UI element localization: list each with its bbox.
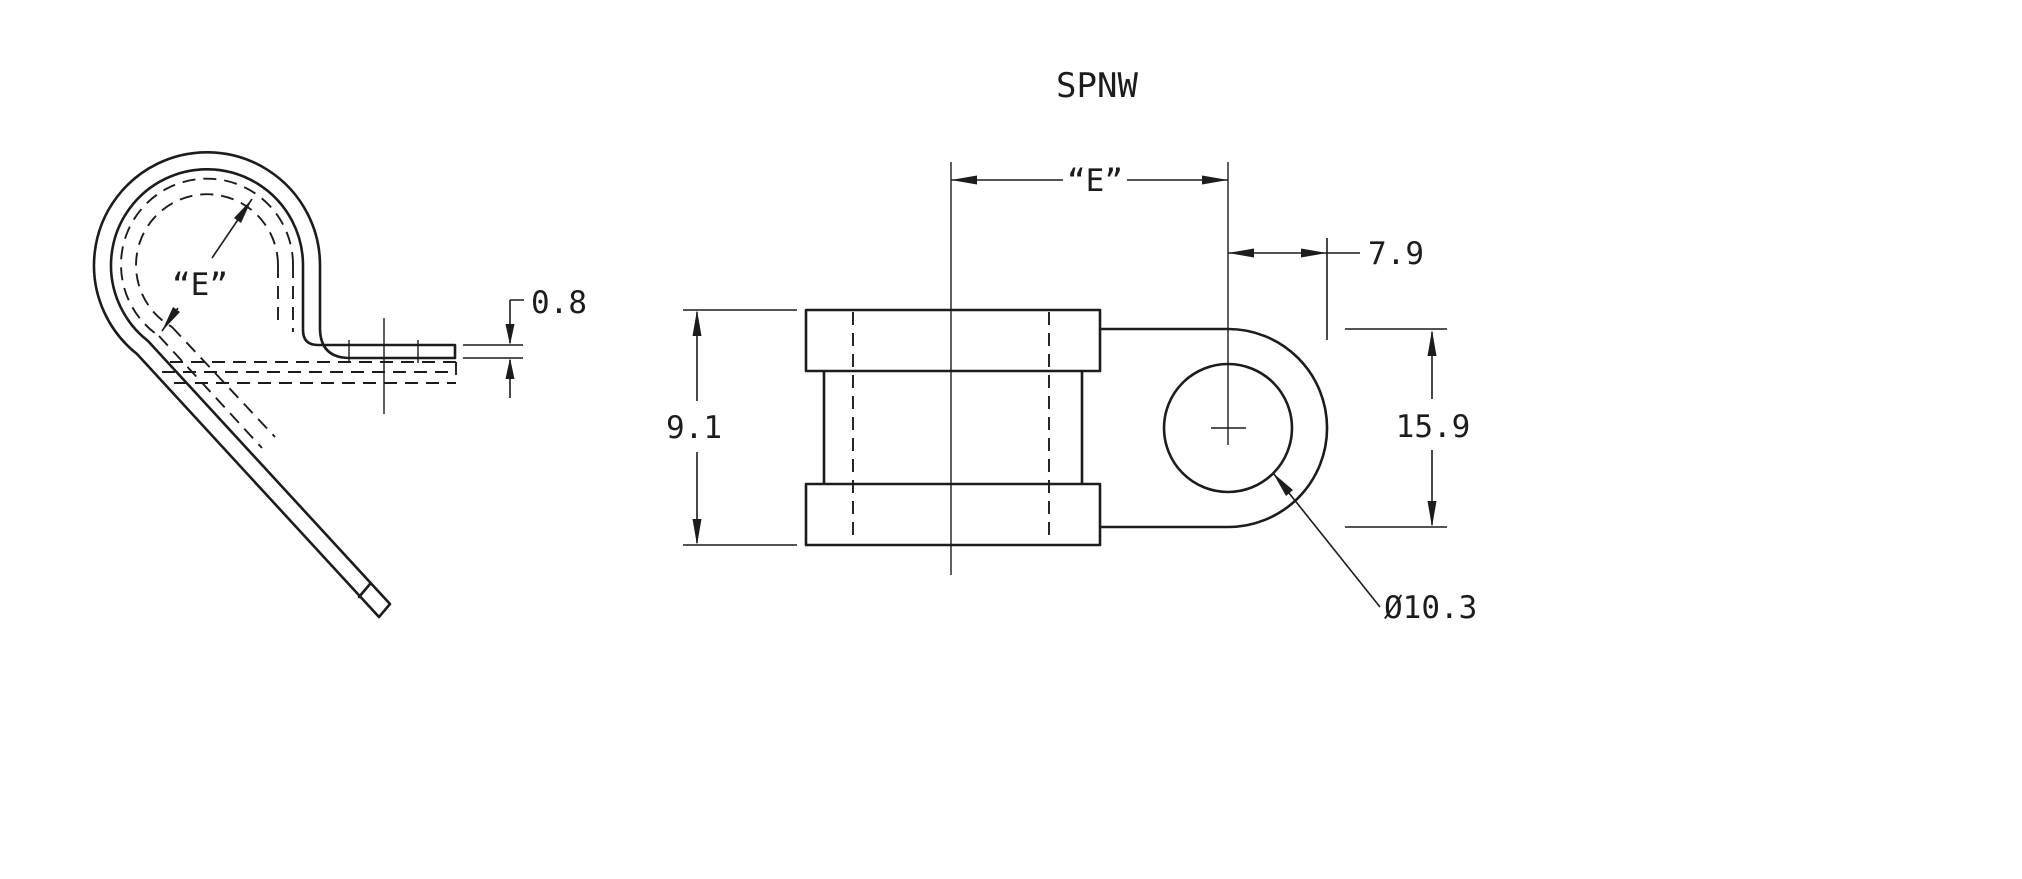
dim-tab-arrow-bottom [1427, 501, 1437, 527]
clamp-body-outline [804, 308, 1329, 547]
cushion-hidden-lines [120, 177, 457, 449]
dim-thickness-label: 0.8 [531, 285, 587, 321]
dim-offset-arrow-right [1301, 248, 1327, 258]
dimension-band-width: 9.1 [666, 310, 722, 545]
front-centerlines [950, 162, 1246, 575]
dim-band-label: 9.1 [666, 410, 722, 446]
dim-thickness-lines [463, 299, 524, 398]
dim-tab-label: 15.9 [1396, 409, 1471, 445]
dim-e-front-arrow-left [951, 175, 977, 185]
dim-e-front-label: “E” [1067, 163, 1123, 199]
dim-e-front-arrow-right [1202, 175, 1228, 185]
front-hidden-lines [852, 312, 1050, 543]
dim-thickness-arrow-top [505, 324, 515, 345]
dim-e-side-label: “E” [172, 267, 228, 303]
dim-hole-leader [1272, 472, 1381, 608]
side-hole-centerline [348, 318, 419, 414]
clamp-strap-outline [92, 151, 457, 619]
dimension-e-front: “E” [951, 163, 1228, 199]
dim-hole-label: Ø10.3 [1384, 590, 1477, 626]
dim-band-arrow-bottom [692, 519, 702, 545]
drawing-title: SPNW [1056, 66, 1138, 106]
dim-hole-arrow [1273, 473, 1293, 496]
extension-lines [683, 238, 1447, 546]
dim-thickness-arrow-bottom [505, 358, 515, 379]
front-view: SPNW “E” 7.9 [666, 66, 1477, 626]
dimension-e-side: “E” [161, 198, 253, 332]
dimension-hole-diameter: Ø10.3 [1272, 472, 1477, 626]
dimension-hole-offset: 7.9 [1228, 236, 1424, 272]
dim-offset-arrow-left [1228, 248, 1254, 258]
dimension-thickness: 0.8 [463, 285, 587, 398]
dim-offset-label: 7.9 [1368, 236, 1424, 272]
dim-tab-arrow-top [1427, 330, 1437, 356]
dim-e-side-arrow-lower [162, 307, 180, 331]
dim-band-arrow-top [692, 310, 702, 336]
dimension-tab-width: 15.9 [1396, 330, 1471, 527]
dim-e-side-arrow-upper [234, 199, 252, 223]
side-view: “E” 0.8 [92, 151, 587, 619]
